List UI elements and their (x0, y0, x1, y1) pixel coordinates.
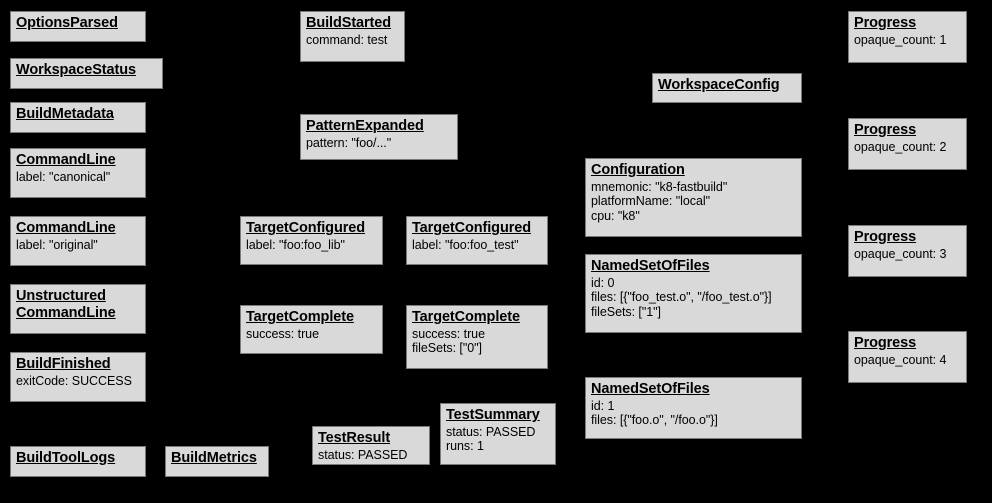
node-field: opaque_count: 4 (854, 352, 947, 367)
node-build-tool-logs[interactable]: BuildToolLogs (10, 446, 146, 477)
node-field: cpu: "k8" (591, 208, 640, 223)
node-options-parsed[interactable]: OptionsParsed (10, 11, 146, 42)
node-title: Unstructured CommandLine (16, 288, 116, 321)
node-field: fileSets: ["1"] (591, 304, 661, 319)
node-field: opaque_count: 2 (854, 139, 947, 154)
node-fields: pattern: "foo/..." (306, 136, 452, 151)
node-field: runs: 1 (446, 439, 484, 454)
node-fields: label: "original" (16, 238, 140, 253)
node-field: opaque_count: 3 (854, 246, 947, 261)
node-field: opaque_count: 1 (854, 32, 947, 47)
node-title: OptionsParsed (16, 15, 118, 31)
node-field: files: [{"foo.o", "/foo.o"}] (591, 413, 718, 428)
node-fields: command: test (306, 33, 399, 48)
node-fields: opaque_count: 4 (854, 353, 961, 368)
node-field: success: true (246, 326, 319, 341)
node-title: TargetConfigured (412, 220, 531, 236)
node-title: BuildFinished (16, 356, 111, 372)
node-fields: label: "foo:foo_test" (412, 238, 542, 253)
node-title: Configuration (591, 162, 685, 178)
node-title: TargetComplete (412, 309, 520, 325)
node-fields: mnemonic: "k8-fastbuild"platformName: "l… (591, 180, 796, 224)
node-title: TargetConfigured (246, 220, 365, 236)
node-field: label: "foo:foo_test" (412, 237, 519, 252)
node-field: status: PASSED (318, 447, 408, 462)
node-field: label: "foo:foo_lib" (246, 237, 345, 252)
node-fields: opaque_count: 1 (854, 33, 961, 48)
node-build-metadata[interactable]: BuildMetadata (10, 102, 146, 133)
node-field: label: "original" (16, 237, 98, 252)
node-title: WorkspaceStatus (16, 62, 136, 78)
node-fields: opaque_count: 2 (854, 140, 961, 155)
node-field: label: "canonical" (16, 169, 111, 184)
node-fields: success: true (246, 327, 377, 342)
node-field: files: [{"foo_test.o", "/foo_test.o"}] (591, 290, 772, 305)
node-title: BuildStarted (306, 15, 392, 31)
node-title: BuildToolLogs (16, 450, 116, 466)
node-field: exitCode: SUCCESS (16, 373, 132, 388)
node-title: CommandLine (16, 152, 116, 168)
node-fields: status: PASSED (318, 448, 424, 463)
node-build-metrics[interactable]: BuildMetrics (165, 446, 269, 477)
node-title: PatternExpanded (306, 118, 424, 134)
node-fields: label: "foo:foo_lib" (246, 238, 377, 253)
node-field: id: 0 (591, 275, 615, 290)
node-workspace-status[interactable]: WorkspaceStatus (10, 58, 163, 89)
node-field: id: 1 (591, 398, 615, 413)
node-fields: exitCode: SUCCESS (16, 374, 140, 389)
node-title: Progress (854, 335, 917, 351)
node-title: TargetComplete (246, 309, 354, 325)
node-workspace-config[interactable]: WorkspaceConfig (652, 73, 802, 103)
node-field: command: test (306, 32, 388, 47)
node-title: TestSummary (446, 407, 540, 423)
node-title: WorkspaceConfig (658, 77, 780, 93)
node-field: success: true (412, 326, 485, 341)
node-title: CommandLine (16, 220, 116, 236)
node-unstructured-command-line[interactable]: Unstructured CommandLine (10, 284, 146, 334)
node-title: BuildMetadata (16, 106, 114, 122)
node-title: NamedSetOfFiles (591, 381, 710, 397)
node-fields: label: "canonical" (16, 170, 140, 185)
node-field: fileSets: ["0"] (412, 341, 482, 356)
node-title: NamedSetOfFiles (591, 258, 710, 274)
node-field: platformName: "local" (591, 194, 710, 209)
node-title: BuildMetrics (171, 450, 257, 466)
node-title: TestResult (318, 430, 391, 446)
node-fields: opaque_count: 3 (854, 247, 961, 262)
node-field: pattern: "foo/..." (306, 135, 392, 150)
node-title: Progress (854, 15, 917, 31)
node-title: Progress (854, 229, 917, 245)
node-field: mnemonic: "k8-fastbuild" (591, 179, 728, 194)
node-title: Progress (854, 122, 917, 138)
node-field: status: PASSED (446, 424, 536, 439)
